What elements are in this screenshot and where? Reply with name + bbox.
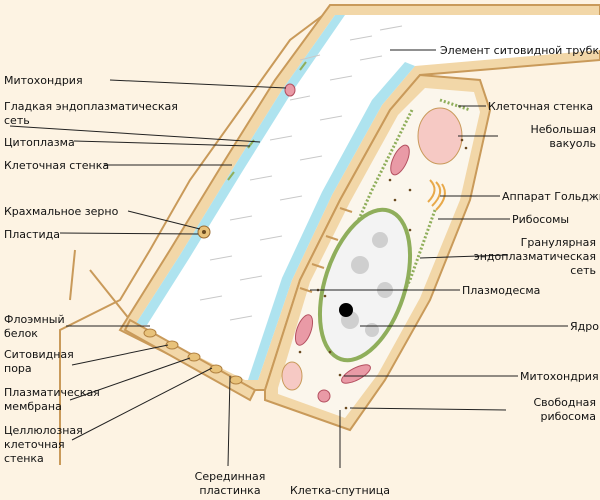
- nucleolus: [339, 303, 353, 317]
- small-vacuole-2: [281, 361, 303, 391]
- label-small-vacuole-2: вакуоль: [549, 137, 596, 150]
- plasmodesmata: [299, 207, 353, 293]
- outer-wall-left: [59, 9, 331, 465]
- phloem-protein-fibers: [199, 25, 403, 321]
- label-companion-cell: Клетка-спутница: [289, 484, 391, 497]
- label-plastid: Пластида: [4, 228, 60, 241]
- companion-mitochondrion-4: [317, 389, 331, 403]
- free-ribosomes: [298, 138, 468, 410]
- label-plasma-membrane-2: мембрана: [4, 400, 62, 413]
- label-middle-lamella-1: Серединная: [194, 470, 266, 483]
- companion-mitochondrion-3: [341, 364, 371, 384]
- label-phloem-protein-1: Флоэмный: [4, 313, 65, 326]
- label-sieve-tube-element: Элемент ситовидной трубки: [440, 44, 600, 57]
- starch-grain: [202, 230, 206, 234]
- label-small-vacuole-1: Небольшая: [530, 123, 597, 136]
- cytoplasm-left: [135, 15, 345, 325]
- label-smooth-er-1: Гладкая эндоплазматическая: [4, 100, 178, 113]
- label-starch-grain: Крахмальное зерно: [4, 205, 119, 218]
- label-cell-wall-right: Клеточная стенка: [488, 100, 594, 113]
- sieve-pores: [143, 328, 243, 385]
- label-cellulose-wall-1: Целлюлозная: [4, 424, 83, 437]
- companion-mitochondrion-2: [294, 314, 314, 346]
- label-rough-er-1: Гранулярная: [520, 236, 596, 249]
- label-sieve-pore-1: Ситовидная: [4, 348, 74, 361]
- companion-mitochondrion-1: [390, 144, 410, 176]
- sieve-mitochondrion: [284, 83, 296, 97]
- label-cell-wall-left: Клеточная стенка: [4, 159, 110, 172]
- label-plasma-membrane-1: Плазматическая: [4, 386, 100, 399]
- label-rough-er-2: эндоплазматическая: [473, 250, 596, 263]
- neighbour-wall: [69, 249, 131, 321]
- label-cellulose-wall-3: стенка: [4, 452, 44, 465]
- label-golgi: Аппарат Гольджи: [502, 190, 600, 203]
- label-middle-lamella-2: пластинка: [199, 484, 261, 497]
- label-ribosomes: Рибосомы: [512, 213, 570, 226]
- label-rough-er-3: сеть: [570, 264, 596, 277]
- label-sieve-pore-2: пора: [4, 362, 32, 375]
- sieve-tube-lumen: [135, 15, 600, 380]
- label-cellulose-wall-2: клеточная: [4, 438, 65, 451]
- label-plasmodesma: Плазмодесма: [462, 284, 541, 297]
- small-vacuole: [417, 107, 463, 165]
- cytoplasm-right: [248, 62, 415, 380]
- label-free-ribosome-1: Свободная: [533, 396, 596, 409]
- label-phloem-protein-2: белок: [4, 327, 38, 340]
- label-smooth-er-2: сеть: [4, 114, 30, 127]
- label-cytoplasm: Цитоплазма: [4, 136, 75, 149]
- label-nucleus: Ядро: [570, 320, 599, 333]
- leader-lines: [9, 49, 568, 468]
- label-mitochondrion-right: Митохондрия: [520, 370, 599, 383]
- label-free-ribosome-2: рибосома: [540, 410, 596, 423]
- label-mitochondrion-left: Митохондрия: [4, 74, 83, 87]
